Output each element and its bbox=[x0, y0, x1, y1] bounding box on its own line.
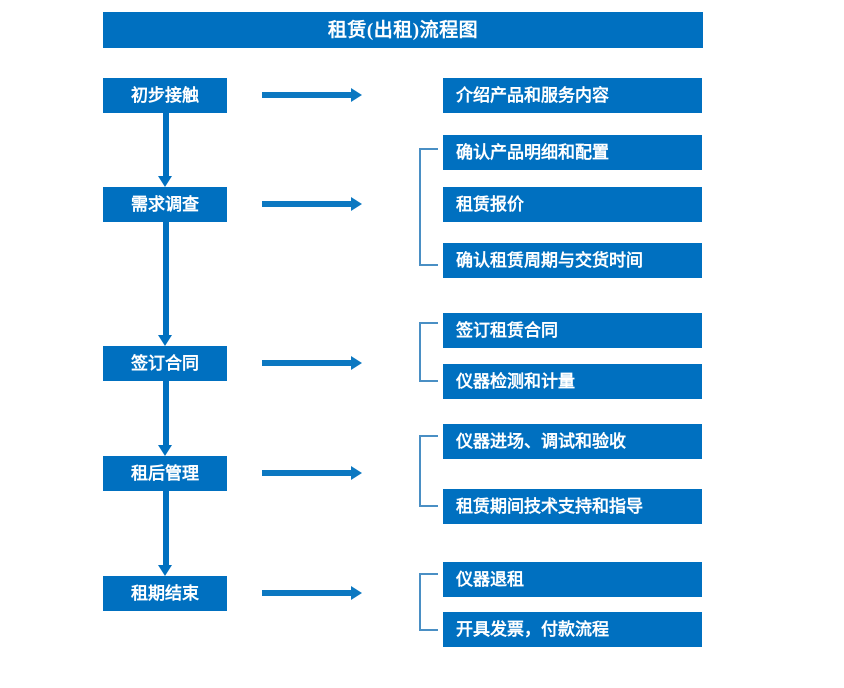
group-bracket-icon bbox=[419, 573, 438, 631]
detail-label: 仪器检测和计量 bbox=[456, 372, 575, 391]
arrow-shaft bbox=[163, 491, 169, 565]
detail-box[interactable]: 开具发票，付款流程 bbox=[443, 612, 702, 647]
group-bracket-icon bbox=[419, 148, 438, 266]
stage-label: 需求调查 bbox=[131, 195, 199, 214]
detail-label: 确认产品明细和配置 bbox=[456, 143, 609, 162]
arrow-head bbox=[158, 335, 172, 346]
detail-label: 租赁报价 bbox=[456, 195, 524, 214]
detail-box[interactable]: 介绍产品和服务内容 bbox=[443, 78, 702, 113]
arrow-shaft bbox=[163, 381, 169, 445]
detail-label: 仪器退租 bbox=[456, 570, 524, 589]
detail-label: 租赁期间技术支持和指导 bbox=[456, 497, 643, 516]
arrow-right-icon bbox=[262, 466, 362, 480]
arrow-shaft bbox=[163, 113, 169, 176]
arrow-shaft bbox=[163, 222, 169, 335]
detail-label: 开具发票，付款流程 bbox=[456, 620, 609, 639]
stage-sign-contract[interactable]: 签订合同 bbox=[103, 346, 227, 381]
arrow-shaft bbox=[262, 590, 351, 596]
arrow-down-icon bbox=[158, 222, 173, 346]
detail-box[interactable]: 仪器退租 bbox=[443, 562, 702, 597]
stage-requirement-survey[interactable]: 需求调查 bbox=[103, 187, 227, 222]
arrow-down-icon bbox=[158, 113, 173, 187]
arrow-down-icon bbox=[158, 491, 173, 576]
detail-box[interactable]: 仪器检测和计量 bbox=[443, 364, 702, 399]
arrow-right-icon bbox=[262, 356, 362, 370]
arrow-shaft bbox=[262, 92, 351, 98]
arrow-shaft bbox=[262, 201, 351, 207]
arrow-head bbox=[158, 445, 172, 456]
stage-label: 租期结束 bbox=[131, 584, 199, 603]
detail-box[interactable]: 租赁期间技术支持和指导 bbox=[443, 489, 702, 524]
detail-box[interactable]: 确认产品明细和配置 bbox=[443, 135, 702, 170]
detail-label: 确认租赁周期与交货时间 bbox=[456, 251, 643, 270]
detail-box[interactable]: 租赁报价 bbox=[443, 187, 702, 222]
stage-rental-end[interactable]: 租期结束 bbox=[103, 576, 227, 611]
page-title: 租赁(出租)流程图 bbox=[327, 19, 479, 41]
group-bracket-icon bbox=[419, 435, 438, 507]
arrow-head bbox=[351, 88, 362, 102]
arrow-right-icon bbox=[262, 197, 362, 211]
stage-label: 签订合同 bbox=[131, 354, 199, 373]
detail-box[interactable]: 确认租赁周期与交货时间 bbox=[443, 243, 702, 278]
chart-title-banner: 租赁(出租)流程图 bbox=[103, 12, 703, 48]
detail-box[interactable]: 签订租赁合同 bbox=[443, 313, 702, 348]
arrow-head bbox=[351, 197, 362, 211]
detail-box[interactable]: 仪器进场、调试和验收 bbox=[443, 424, 702, 459]
arrow-down-icon bbox=[158, 381, 173, 456]
arrow-shaft bbox=[262, 470, 351, 476]
arrow-head bbox=[158, 565, 172, 576]
detail-label: 签订租赁合同 bbox=[456, 321, 558, 340]
arrow-head bbox=[351, 586, 362, 600]
arrow-right-icon bbox=[262, 88, 362, 102]
arrow-head bbox=[351, 466, 362, 480]
stage-initial-contact[interactable]: 初步接触 bbox=[103, 78, 227, 113]
stage-label: 租后管理 bbox=[131, 464, 199, 483]
detail-label: 介绍产品和服务内容 bbox=[456, 86, 609, 105]
stage-label: 初步接触 bbox=[131, 86, 199, 105]
arrow-head bbox=[351, 356, 362, 370]
stage-post-rental-management[interactable]: 租后管理 bbox=[103, 456, 227, 491]
group-bracket-icon bbox=[419, 322, 438, 382]
detail-label: 仪器进场、调试和验收 bbox=[456, 432, 626, 451]
arrow-shaft bbox=[262, 360, 351, 366]
arrow-head bbox=[158, 176, 172, 187]
arrow-right-icon bbox=[262, 586, 362, 600]
